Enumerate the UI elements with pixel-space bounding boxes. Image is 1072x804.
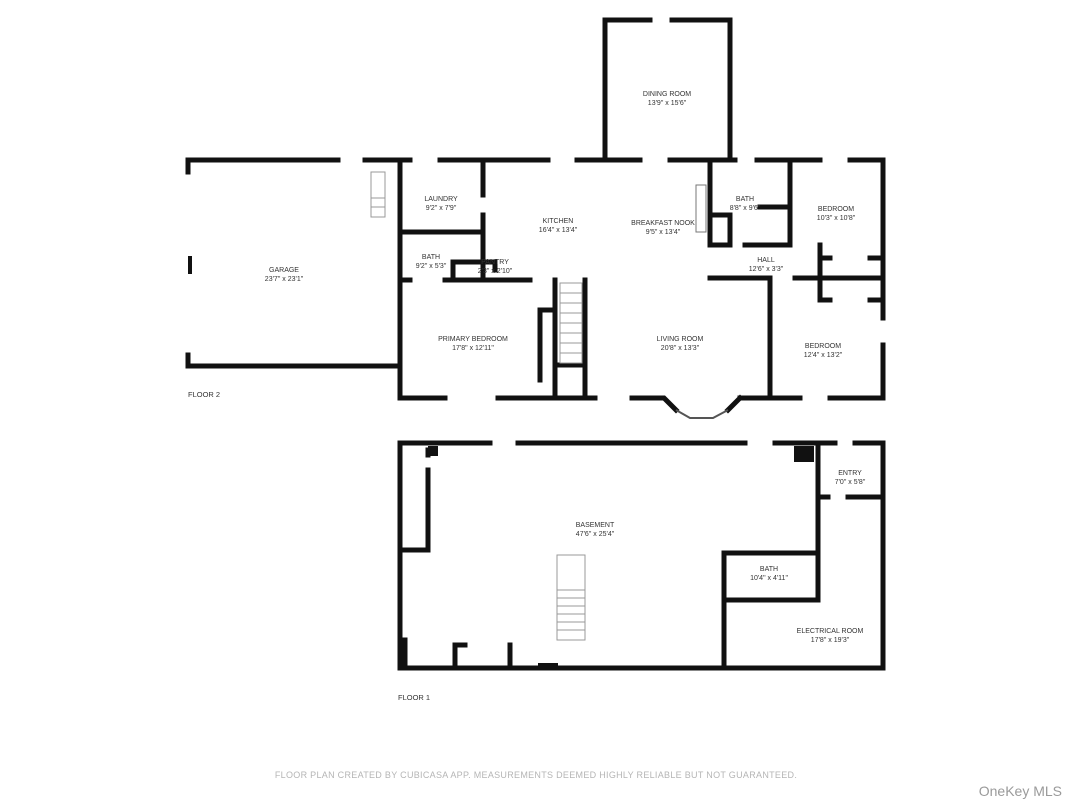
watermark: OneKey MLS	[978, 783, 1062, 799]
stairs-floor-1	[556, 554, 586, 641]
chimney	[794, 446, 814, 462]
floor-label: FLOOR 2	[188, 390, 221, 399]
disclaimer-footer: FLOOR PLAN CREATED BY CUBICASA APP. MEAS…	[274, 770, 798, 780]
column	[538, 663, 558, 669]
walls-floor-2	[185, 17, 886, 414]
floor-label: FLOOR 1	[398, 693, 431, 702]
column	[428, 446, 438, 456]
stairs-floor-2	[370, 171, 729, 419]
